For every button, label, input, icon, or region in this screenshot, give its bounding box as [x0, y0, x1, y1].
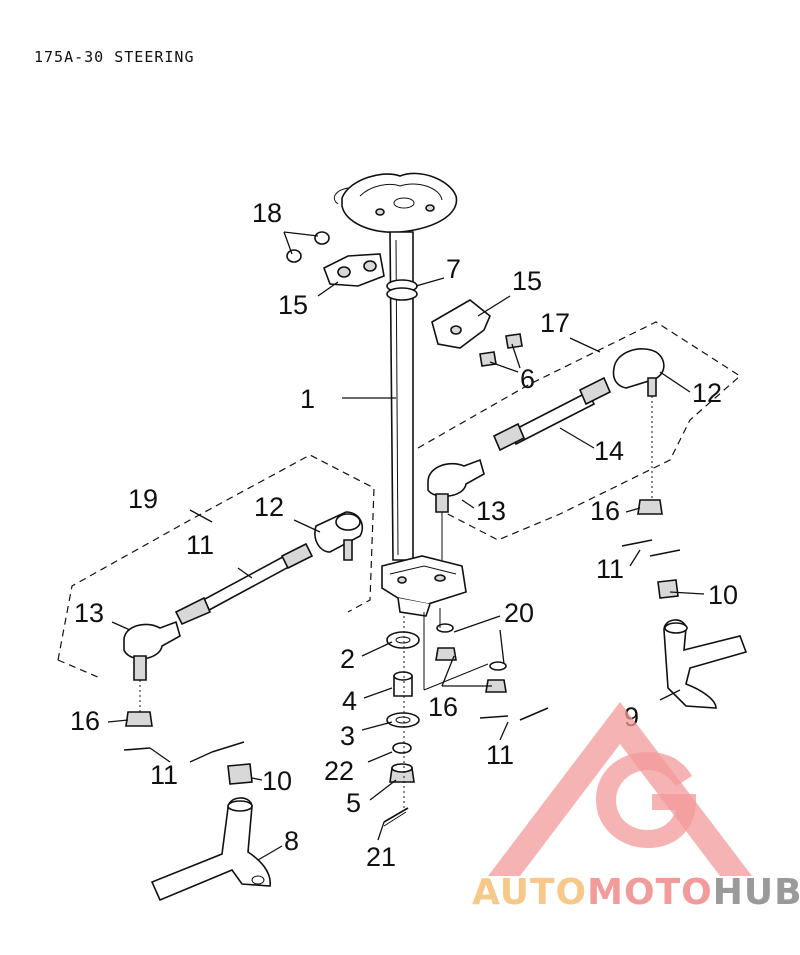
- label-15-right: 15: [512, 266, 542, 296]
- label-17: 17: [540, 308, 570, 338]
- label-13-right: 13: [476, 496, 506, 526]
- leader-lines: [107, 231, 705, 861]
- watermark-auto: AUTO: [472, 872, 587, 913]
- label-11-left-rod: 11: [186, 530, 214, 560]
- label-2: 2: [340, 644, 355, 674]
- part-number-labels: 1 2 3 4 5 6 7 8 9 10 10 11 11 11 11 12 1…: [70, 198, 738, 872]
- column-lower-stack: [383, 616, 420, 827]
- label-6: 6: [520, 364, 535, 394]
- upper-brackets: [286, 231, 523, 367]
- label-16-right: 16: [590, 496, 620, 526]
- left-tie-rod-assembly: [57, 454, 375, 753]
- label-4: 4: [342, 686, 357, 716]
- label-3: 3: [340, 721, 355, 751]
- label-18: 18: [252, 198, 282, 228]
- label-7: 7: [446, 254, 461, 284]
- label-1: 1: [300, 384, 315, 414]
- steering-knuckles: [150, 579, 748, 902]
- steering-column: [333, 172, 467, 617]
- label-14: 14: [594, 436, 624, 466]
- label-20: 20: [504, 598, 534, 628]
- svg-text:AUTOMOTOHUB: AUTOMOTOHUB: [472, 872, 800, 913]
- label-5: 5: [346, 788, 361, 818]
- label-8: 8: [284, 826, 299, 856]
- label-10-right: 10: [708, 580, 738, 610]
- watermark-hub: HUB: [713, 872, 800, 913]
- label-12-left: 12: [254, 492, 284, 522]
- label-22: 22: [324, 756, 354, 786]
- label-16-center: 16: [428, 692, 458, 722]
- label-10-left: 10: [262, 766, 292, 796]
- label-15-left: 15: [278, 290, 308, 320]
- label-16-left: 16: [70, 706, 100, 736]
- label-12-right: 12: [692, 378, 722, 408]
- label-19: 19: [128, 484, 158, 514]
- label-11-center-pin: 11: [486, 740, 514, 770]
- automotohub-watermark: AUTOMOTOHUB: [472, 702, 800, 913]
- label-21: 21: [366, 842, 396, 872]
- diagram-title: 175A-30 STEERING: [34, 48, 195, 66]
- right-tie-rod-assembly: [417, 321, 741, 721]
- bracket-fasteners: [423, 608, 507, 693]
- watermark-moto: MOTO: [587, 872, 713, 913]
- label-11-left-pin: 11: [150, 760, 178, 790]
- label-13-left: 13: [74, 598, 104, 628]
- label-11-right-pin: 11: [596, 554, 624, 584]
